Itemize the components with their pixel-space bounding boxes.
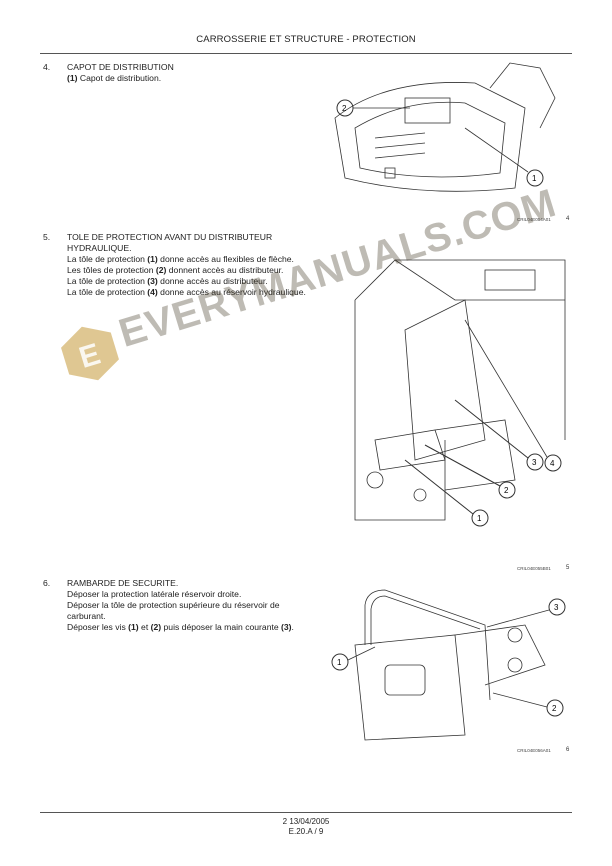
svg-text:4: 4	[550, 459, 555, 468]
watermark: E EVERYMANUALS.COM	[52, 181, 566, 391]
svg-text:3: 3	[532, 458, 537, 467]
section-title: CAPOT DE DISTRIBUTION	[67, 62, 174, 72]
section-text: (1) Capot de distribution.	[67, 73, 162, 83]
svg-text:2: 2	[342, 104, 347, 113]
section-text: La tôle de protection (4) donne accès au…	[67, 287, 306, 297]
footer-rule	[40, 812, 572, 813]
svg-text:2: 2	[552, 704, 557, 713]
section-number: 4.	[43, 62, 51, 72]
figure-code: CRIL04E056A01	[517, 748, 551, 753]
section-number: 5.	[43, 232, 51, 242]
figure-number: 5	[566, 565, 570, 571]
page-header: CARROSSERIE ET STRUCTURE - PROTECTION	[196, 34, 416, 45]
header-rule	[40, 53, 572, 54]
svg-text:1: 1	[337, 658, 342, 667]
figure-code: CRIL04E055B01	[517, 566, 551, 571]
svg-text:1: 1	[477, 514, 482, 523]
section-text: Déposer la tôle de protection supérieure…	[67, 600, 280, 621]
section-text: La tôle de protection (3) donne accès au…	[67, 276, 268, 286]
section-title: TOLE DE PROTECTION AVANT DU DISTRIBUTEUR…	[67, 232, 273, 253]
section-number: 6.	[43, 578, 51, 588]
figure-number: 4	[566, 216, 570, 222]
svg-text:3: 3	[554, 603, 559, 612]
section-text: La tôle de protection (1) donne accès au…	[67, 254, 294, 264]
section-6: 6. RAMBARDE DE SECURITE. Déposer la prot…	[43, 578, 317, 633]
figure-distribution-cover: 2 1	[334, 62, 556, 192]
section-text: Déposer les vis (1) et (2) puis déposer …	[67, 622, 294, 632]
footer-date: 2 13/04/2005	[282, 817, 330, 826]
page-footer: 2 13/04/2005 E.20.A / 9	[0, 817, 612, 837]
svg-text:1: 1	[532, 174, 537, 183]
figure-code: CRIL04E054A01	[517, 217, 551, 222]
section-title: RAMBARDE DE SECURITE.	[67, 578, 179, 588]
svg-text:2: 2	[504, 486, 509, 495]
figure-front-plates-callouts: 3 2 1	[404, 399, 544, 527]
figure-front-plates: 4	[354, 259, 566, 521]
section-5: 5. TOLE DE PROTECTION AVANT DU DISTRIBUT…	[43, 232, 317, 298]
figure-number: 6	[566, 747, 570, 753]
section-text: Déposer la protection latérale réservoir…	[67, 589, 242, 599]
section-text: Les tôles de protection (2) donnent accè…	[67, 265, 284, 275]
section-4: 4. CAPOT DE DISTRIBUTION (1) Capot de di…	[43, 62, 317, 84]
page-number: E.20.A / 9	[288, 827, 324, 836]
figure-safety-rail: 1 3 2	[331, 589, 566, 741]
watermark-logo-icon: E	[60, 326, 119, 381]
